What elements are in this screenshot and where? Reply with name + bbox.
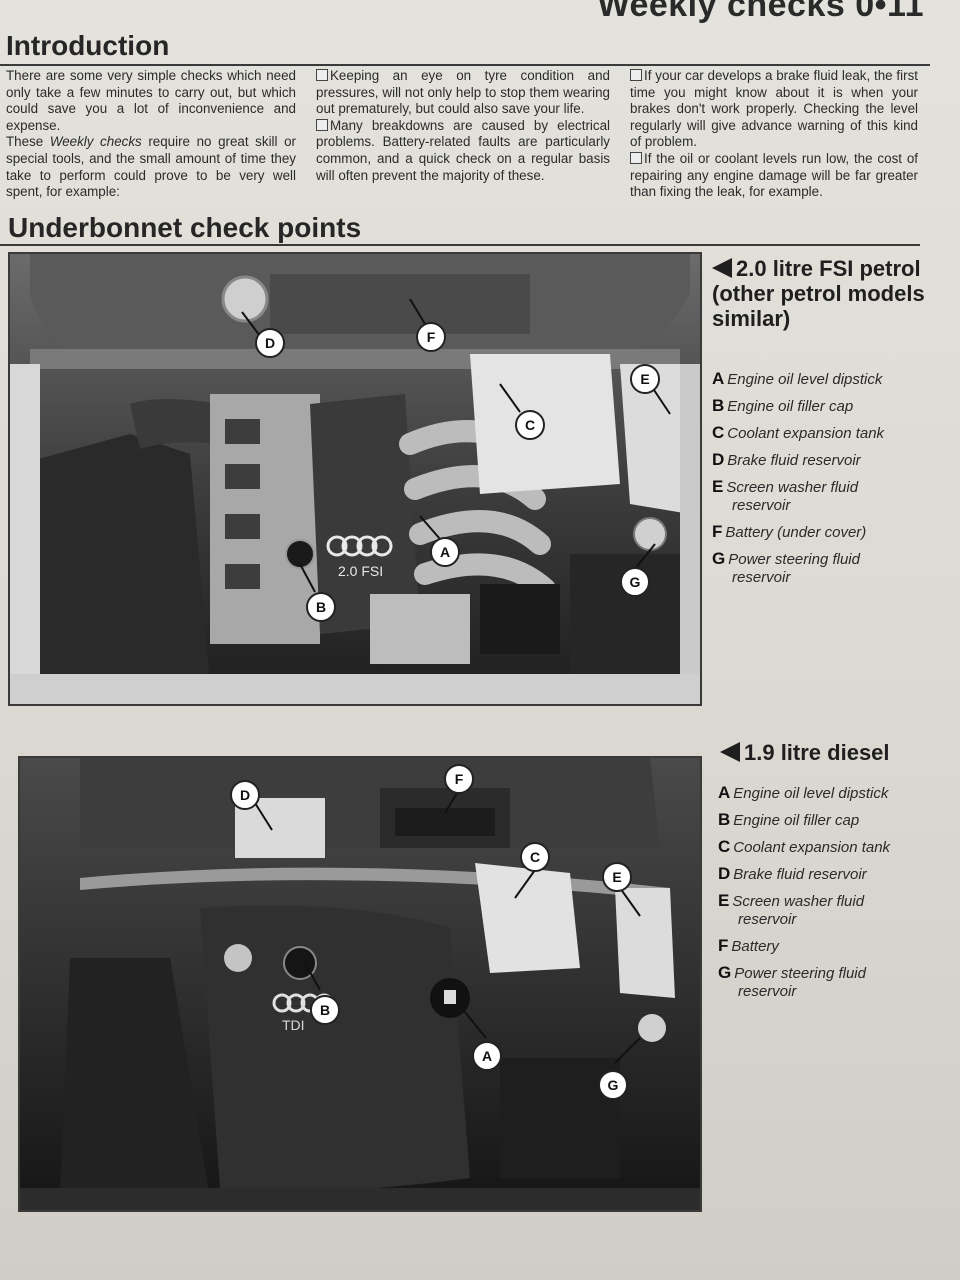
key-text: Engine oil filler cap	[733, 812, 860, 829]
fsi-engine-photo: 2.0 FSI	[8, 252, 702, 706]
callout-c: C	[520, 842, 550, 872]
callout-g: G	[598, 1070, 628, 1100]
key-text-continued: reservoir	[732, 569, 791, 586]
key-text-continued: reservoir	[732, 497, 791, 514]
key-text: Power steering fluid	[728, 551, 860, 568]
key-text: Brake fluid reservoir	[733, 866, 867, 883]
key-text: Battery (under cover)	[725, 524, 867, 541]
callout-c: C	[515, 410, 545, 440]
key-letter: G	[712, 549, 726, 568]
key-letter: E	[712, 477, 724, 496]
intro-column-3: If your car develops a brake fluid leak,…	[630, 68, 918, 201]
key-text: Battery	[731, 938, 779, 955]
key-text-continued: reservoir	[738, 911, 797, 928]
key-letter: E	[718, 891, 730, 910]
key-letter: C	[712, 423, 725, 442]
callout-f: F	[416, 322, 446, 352]
intro-bullet: Many breakdowns are caused by electrical…	[316, 118, 610, 184]
intro-bullet-text: Keeping an eye on tyre condition and pre…	[316, 68, 610, 117]
tdi-key-title-text: 1.9 litre diesel	[744, 740, 890, 765]
intro-rule	[0, 64, 930, 66]
weekly-checks-emphasis: Weekly checks	[49, 134, 142, 150]
callout-b: B	[310, 995, 340, 1025]
key-text: Engine oil filler cap	[727, 398, 854, 415]
key-text-continued: reservoir	[738, 983, 797, 1000]
key-text: Engine oil level dipstick	[733, 785, 889, 802]
checkbox-icon	[630, 69, 642, 81]
tdi-engine-photo: TDI	[18, 756, 702, 1212]
key-letter: B	[718, 810, 731, 829]
callout-d: D	[255, 328, 285, 358]
key-letter: F	[712, 522, 723, 541]
intro-bullet: If the oil or coolant levels run low, th…	[630, 151, 918, 201]
checkpoints-title: Underbonnet check points	[8, 212, 362, 243]
intro-text: These	[6, 134, 50, 150]
key-letter: G	[718, 963, 732, 982]
fsi-key-title: 2.0 litre FSI petrol (other petrol model…	[712, 256, 932, 331]
checkpoints-rule	[0, 244, 920, 246]
pointer-arrow-icon	[712, 258, 732, 278]
key-letter: D	[712, 450, 725, 469]
running-header: Weekly checks 0•11	[597, 0, 924, 24]
key-text: Coolant expansion tank	[733, 839, 891, 856]
key-text: Screen washer fluid	[726, 479, 859, 496]
key-letter: A	[718, 783, 731, 802]
key-letter: B	[712, 396, 725, 415]
key-letter: D	[718, 864, 731, 883]
callout-a: A	[430, 537, 460, 567]
tdi-engine-badge: TDI	[282, 1017, 305, 1033]
fsi-key-title-text: 2.0 litre FSI petrol (other petrol model…	[712, 256, 925, 331]
callout-b: B	[306, 592, 336, 622]
intro-bullet: Keeping an eye on tyre condition and pre…	[316, 68, 610, 118]
intro-bullet-text: If the oil or coolant levels run low, th…	[630, 150, 918, 200]
key-text: Power steering fluid	[734, 965, 866, 982]
key-letter: C	[718, 837, 731, 856]
fsi-engine-badge: 2.0 FSI	[338, 563, 383, 579]
checkbox-icon	[316, 69, 328, 81]
callout-d: D	[230, 780, 260, 810]
intro-title: Introduction	[6, 30, 170, 61]
intro-column-1: There are some very simple checks which …	[6, 68, 296, 201]
key-text: Screen washer fluid	[732, 893, 865, 910]
intro-bullet-text: If your car develops a brake fluid leak,…	[630, 68, 918, 150]
callout-f: F	[444, 764, 474, 794]
checkbox-icon	[630, 151, 642, 164]
intro-paragraph: There are some very simple checks which …	[6, 68, 296, 133]
intro-bullet: If your car develops a brake fluid leak,…	[630, 68, 918, 151]
pointer-arrow-icon	[720, 742, 740, 762]
callout-e: E	[602, 862, 632, 892]
callout-a: A	[472, 1041, 502, 1071]
key-text: Coolant expansion tank	[727, 425, 885, 442]
intro-bullet-text: Many breakdowns are caused by electrical…	[316, 117, 610, 183]
callout-e: E	[630, 364, 660, 394]
key-letter: F	[718, 936, 729, 955]
tdi-key-title: 1.9 litre diesel	[720, 740, 940, 765]
key-text: Brake fluid reservoir	[727, 452, 861, 469]
key-text: Engine oil level dipstick	[727, 371, 883, 388]
callout-g: G	[620, 567, 650, 597]
intro-paragraph: These Weekly checks require no great ski…	[6, 134, 296, 200]
intro-column-2: Keeping an eye on tyre condition and pre…	[316, 68, 610, 184]
intro-text: require no great skill or special tools,…	[6, 134, 296, 200]
key-letter: A	[712, 369, 725, 388]
checkbox-icon	[316, 118, 328, 131]
